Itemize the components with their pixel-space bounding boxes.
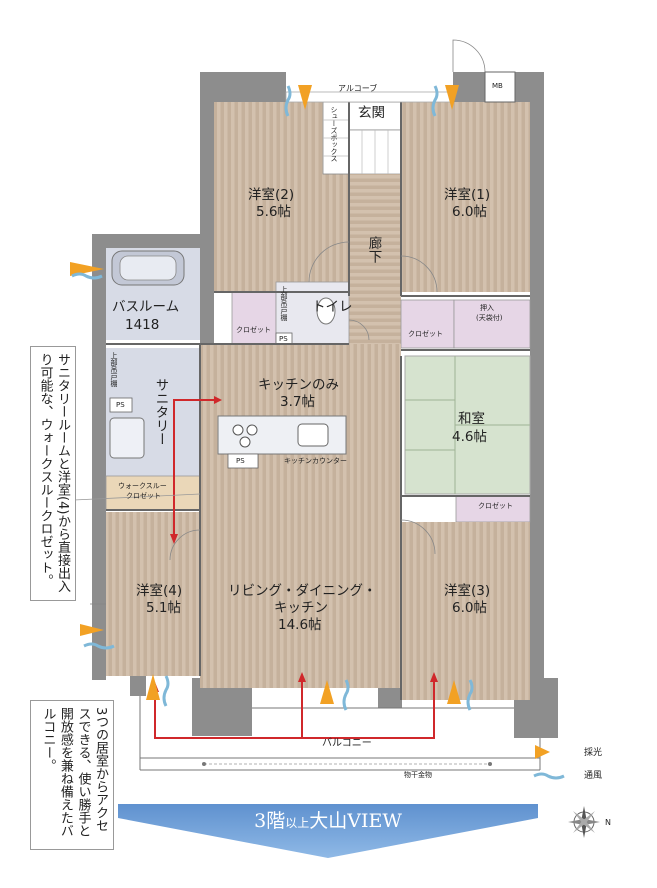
- compass-north-label: N: [605, 818, 611, 827]
- light-markers: [70, 85, 550, 759]
- western-room-3-name: 洋室(3): [444, 583, 491, 599]
- western-room-4-floor: [106, 512, 200, 676]
- sanitary-closet-note: サニタリールームと洋室(4)から直接出入り可能な、ウォークスルークロゼット。: [30, 346, 76, 601]
- wind-markers: [71, 85, 565, 780]
- view-name: 大山VIEW: [309, 810, 402, 832]
- oshiire-sub-label: (天袋付): [476, 314, 503, 322]
- ldk-floor: [200, 344, 401, 688]
- view-label: 3階以上大山VIEW: [118, 806, 538, 833]
- western-room-4-size: 5.1帖: [146, 600, 181, 616]
- entrance-label: 玄関: [358, 105, 385, 121]
- compass-icon: [568, 806, 600, 838]
- walkthrough-closet-line2: クロゼット: [126, 492, 161, 500]
- sanitary-shelf-label: 上部吊戸棚: [110, 352, 119, 387]
- legend-light: 採光: [584, 748, 603, 758]
- bathroom-name: バスルーム: [112, 299, 180, 315]
- kitchen-only-size: 3.7帖: [280, 394, 315, 410]
- balcony-note: 3つの居室からアクセスできる、使い勝手と開放感を兼ね備えたバルコニー。: [30, 700, 114, 850]
- kitchen-counter-label: キッチンカウンター: [284, 457, 347, 465]
- walls: [92, 72, 558, 738]
- ldk-name-line1: リビング・ダイニング・: [228, 583, 377, 599]
- kitchen-ps-label: PS: [236, 457, 245, 465]
- western-room-2-size: 5.6帖: [256, 204, 291, 220]
- washitsu-name: 和室: [458, 411, 485, 427]
- view-banner: [118, 804, 538, 858]
- walkthrough-closet-line1: ウォークスルー: [118, 482, 167, 490]
- sanitary-label: サニタリー: [152, 378, 169, 446]
- washitsu-size: 4.6帖: [452, 429, 487, 445]
- hallway-floor: [349, 174, 401, 344]
- oshiire-label: 押入: [480, 304, 494, 312]
- kitchen-only-name: キッチンのみ: [258, 377, 339, 393]
- mb-label: MB: [492, 82, 503, 90]
- toilet-label: トイレ: [312, 299, 353, 315]
- closet-right-label: クロゼット: [408, 330, 443, 338]
- shoe-box-label: シューズボックス: [330, 106, 339, 162]
- alcove-label: アルコーブ: [338, 84, 378, 93]
- western-room-4-name: 洋室(4): [136, 583, 183, 599]
- view-floor-suffix: 以上: [285, 816, 310, 830]
- ldk-size: 14.6帖: [278, 617, 322, 633]
- hallway-label: 廊下: [365, 236, 382, 263]
- view-floor: 3階: [254, 810, 286, 832]
- closet-left-label: クロゼット: [236, 326, 271, 334]
- western-room-1-floor: [401, 102, 530, 292]
- legend-wind: 通風: [584, 771, 603, 781]
- bathroom-size: 1418: [125, 317, 160, 333]
- western-room-1-size: 6.0帖: [452, 204, 487, 220]
- toilet-shelf-label: 上部吊戸棚: [280, 286, 289, 321]
- closet-bottom-label: クロゼット: [478, 502, 513, 510]
- drying-rack-label: 物干金物: [404, 771, 432, 779]
- western-room-2-name: 洋室(2): [248, 187, 295, 203]
- route-arrows: [154, 399, 435, 739]
- balcony-label: バルコニー: [322, 738, 372, 749]
- ldk-name-line2: キッチン: [274, 600, 328, 616]
- sanitary-ps-label: PS: [116, 401, 125, 409]
- toilet-ps-label: PS: [279, 335, 288, 343]
- western-room-3-floor: [401, 522, 530, 700]
- western-room-3-size: 6.0帖: [452, 600, 487, 616]
- western-room-1-name: 洋室(1): [444, 187, 491, 203]
